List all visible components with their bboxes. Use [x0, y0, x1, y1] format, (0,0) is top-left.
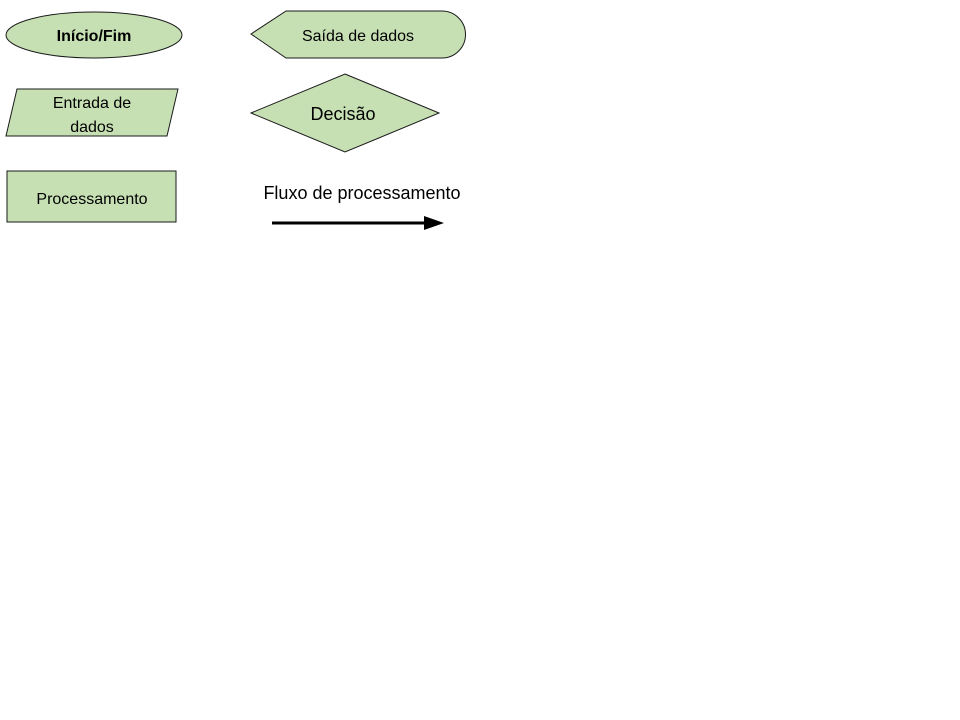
- process-shape: [6, 170, 177, 223]
- start-end-label: Início/Fim: [57, 28, 132, 45]
- start-end-symbol: Início/Fim: [5, 11, 183, 59]
- flow-symbol: Fluxo de processamento: [263, 183, 461, 230]
- flow-label: Fluxo de processamento: [263, 183, 460, 203]
- data-input-shape: [5, 88, 179, 137]
- process-symbol: Processamento: [6, 170, 177, 223]
- start-end-shape: [5, 11, 183, 59]
- data-output-symbol: Saída de dados: [250, 10, 466, 59]
- decision-label: Decisão: [310, 104, 375, 124]
- data-input-label-line1: Entrada de: [53, 95, 131, 112]
- process-label: Processamento: [36, 191, 147, 208]
- flow-arrow-head: [424, 216, 444, 230]
- data-output-label: Saída de dados: [302, 28, 414, 45]
- data-input-symbol: Entrada de dados: [5, 88, 179, 137]
- data-output-shape: [250, 10, 466, 59]
- decision-symbol: Decisão: [249, 73, 441, 153]
- decision-shape: [249, 73, 441, 153]
- data-input-label-line2: dados: [70, 119, 114, 136]
